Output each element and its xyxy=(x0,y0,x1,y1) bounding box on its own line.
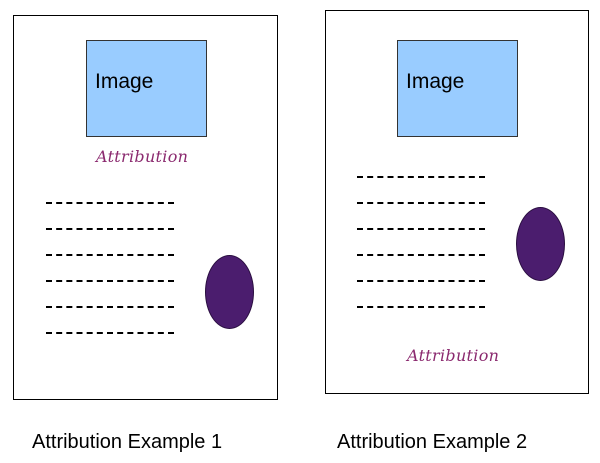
text-line xyxy=(46,225,174,251)
text-line xyxy=(357,173,485,199)
caption-example-1: Attribution Example 1 xyxy=(32,431,223,453)
text-line xyxy=(357,277,485,303)
text-lines xyxy=(46,199,174,355)
page-example-2: Image Attribution xyxy=(325,10,589,394)
text-line xyxy=(357,303,485,329)
text-line xyxy=(46,277,174,303)
text-lines xyxy=(357,173,485,329)
text-line xyxy=(357,199,485,225)
text-line xyxy=(46,303,174,329)
purple-oval-shape xyxy=(205,255,254,329)
page-example-1: Image Attribution xyxy=(13,15,278,400)
image-label: Image xyxy=(406,70,465,93)
image-placeholder: Image xyxy=(397,40,518,137)
text-line xyxy=(46,251,174,277)
attribution-label: Attribution xyxy=(407,346,500,365)
text-line xyxy=(357,251,485,277)
text-line xyxy=(46,329,174,355)
text-line xyxy=(357,225,485,251)
text-line xyxy=(46,199,174,225)
attribution-label: Attribution xyxy=(96,147,189,166)
image-label: Image xyxy=(95,70,154,93)
image-placeholder: Image xyxy=(86,40,207,137)
purple-oval-shape xyxy=(516,207,565,281)
caption-example-2: Attribution Example 2 xyxy=(337,431,528,453)
